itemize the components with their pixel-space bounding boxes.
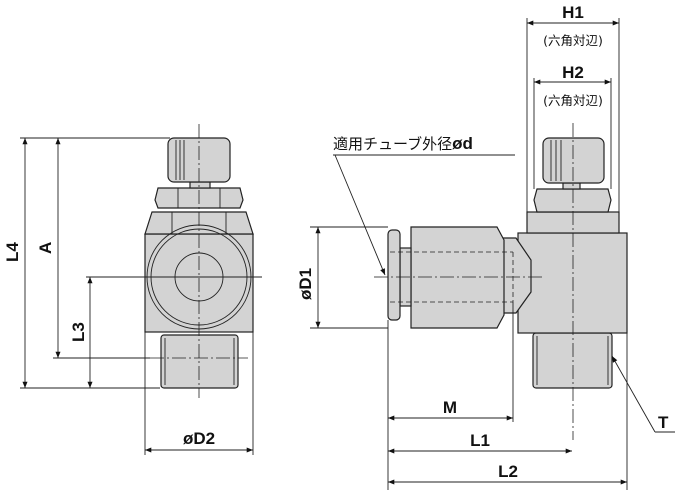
dim-L4: L4 <box>3 242 22 262</box>
dim-A: A <box>36 242 55 254</box>
dim-H1: H1 <box>562 3 584 22</box>
dim-L1: L1 <box>470 431 490 450</box>
dim-D2: øD2 <box>183 429 215 448</box>
thread-T-label: T <box>658 413 669 432</box>
release-collar <box>387 229 401 321</box>
front-view: L4 A L3 øD2 <box>3 124 262 455</box>
side-view: øD1 H1 (六角対辺) H2 (六角対辺) 適用チューブ外径ød <box>296 3 675 490</box>
fitting-body <box>410 226 505 329</box>
hex-note-H1: (六角対辺) <box>543 33 603 48</box>
hex-note-H2: (六角対辺) <box>543 93 603 108</box>
dim-M: M <box>443 398 457 417</box>
tube-od-note: 適用チューブ外径ød <box>333 134 473 153</box>
dim-H2: H2 <box>562 63 584 82</box>
thread-left <box>160 334 239 389</box>
thread-right <box>532 332 613 389</box>
dim-D1: øD1 <box>296 268 315 300</box>
body-right <box>517 232 628 334</box>
nut-right <box>533 188 612 213</box>
knob-right <box>542 137 605 184</box>
dim-L2: L2 <box>498 462 518 481</box>
dim-L3: L3 <box>69 322 88 342</box>
